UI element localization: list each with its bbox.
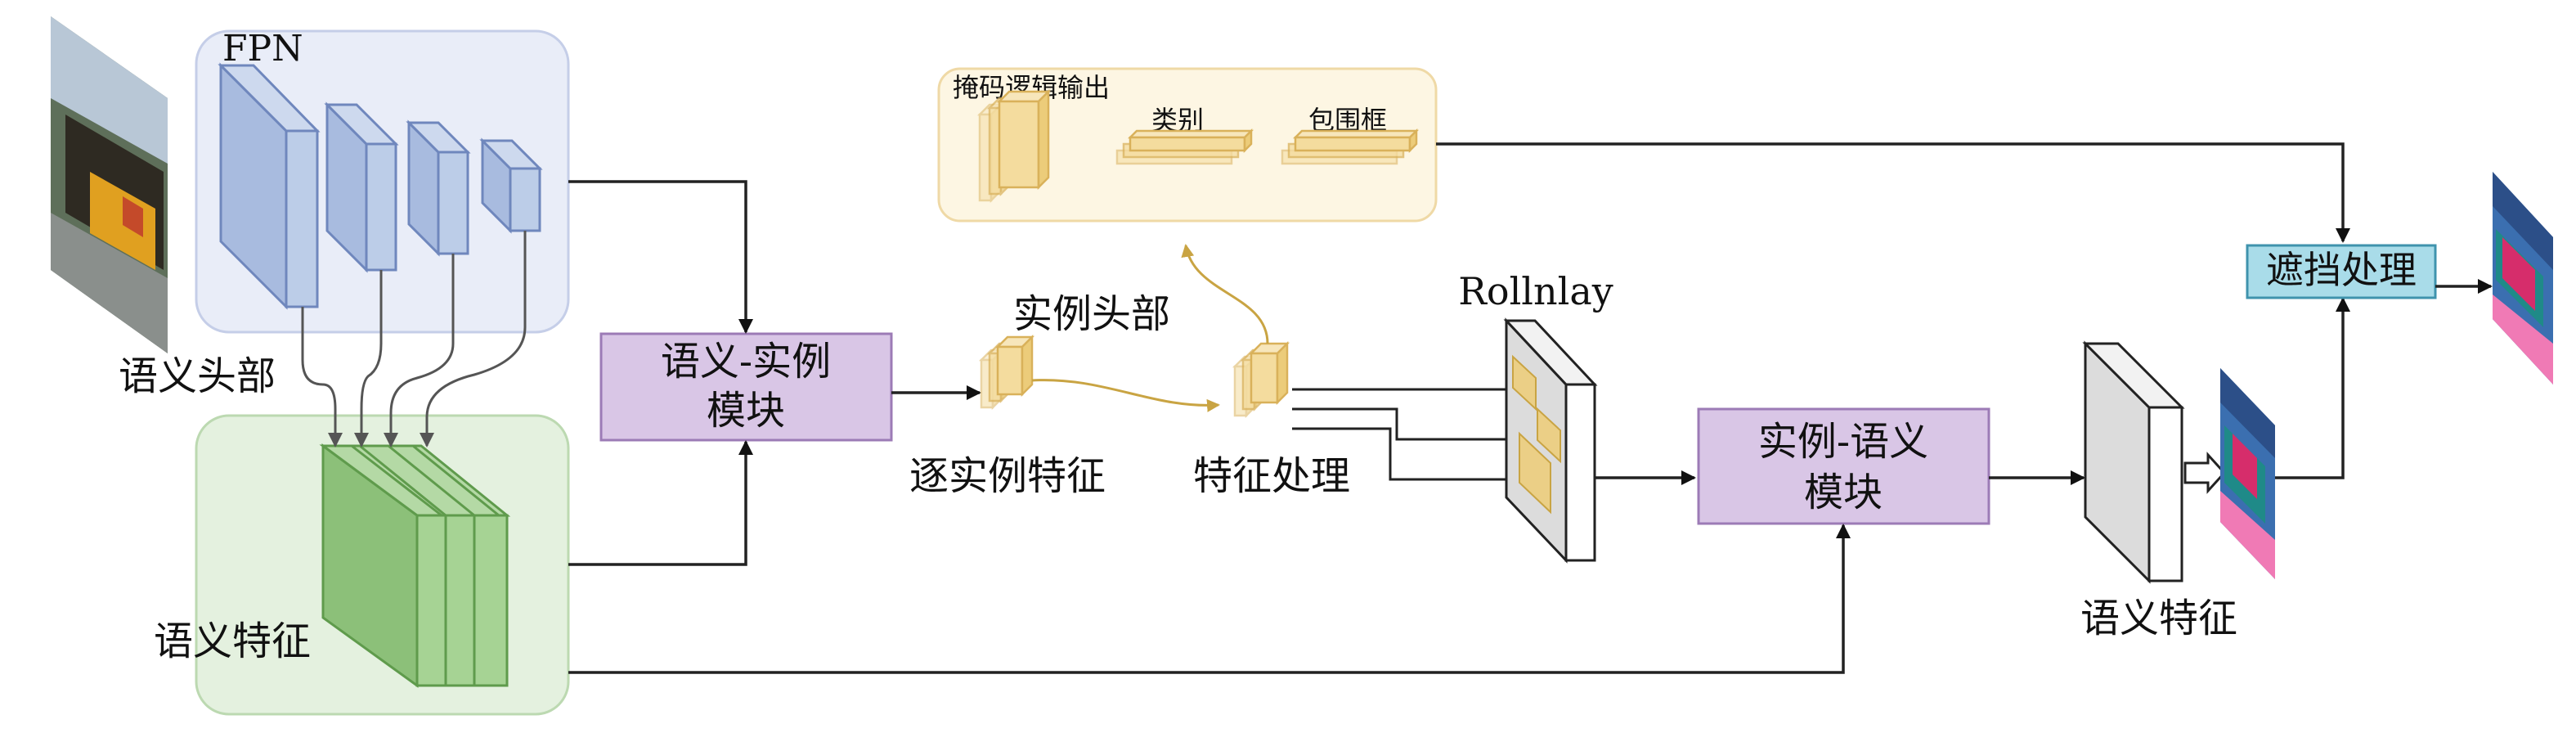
fpn-to-semantic-arrows — [301, 231, 527, 447]
fpn-block-3 — [406, 119, 471, 257]
gold-arrow-to-feature-processing — [1031, 379, 1220, 412]
instance-head-label: 实例头部 — [1013, 291, 1170, 337]
arrows-to-rollnlay — [1292, 385, 1524, 483]
instance-semantic-module-line2: 模块 — [1804, 470, 1883, 515]
semantic-feature-stack — [319, 443, 511, 688]
fpn-region: FPN — [195, 28, 570, 334]
semantic-feature-left-label: 语义特征 — [154, 618, 311, 664]
fpn-block-1 — [218, 62, 321, 310]
fpn-block-2 — [324, 101, 399, 273]
fpn-label: FPN — [222, 28, 303, 70]
instance-semantic-module-line1: 实例-语义 — [1758, 419, 1928, 465]
instance-semantic-module: 实例-语义 模块 — [1697, 407, 1990, 525]
arrow-semantic-to-instance-semantic — [568, 524, 1851, 674]
hollow-arrow — [2183, 452, 2227, 494]
per-instance-feature-stack — [978, 334, 1035, 411]
rollnlay-label: Rollnlay — [1458, 269, 1613, 313]
output-segmentation-image — [2493, 172, 2553, 384]
feature-processing-label: 特征处理 — [1193, 453, 1350, 499]
right-semantic-feature-block — [2082, 340, 2185, 584]
arrows-into-semantic-instance — [568, 180, 753, 566]
per-instance-feature-label: 逐实例特征 — [909, 453, 1106, 499]
semantic-instance-module-line1: 语义-实例 — [661, 339, 831, 384]
semantic-feature-right-label: 语义特征 — [2080, 596, 2237, 641]
occlusion-processing-label: 遮挡处理 — [2266, 248, 2417, 292]
input-image — [51, 16, 168, 353]
occlusion-processing-module: 遮挡处理 — [2246, 244, 2437, 299]
output-region: 掩码逻辑输出 类别 包围框 — [937, 67, 1438, 223]
semantic-instance-module-line2: 模块 — [707, 388, 785, 434]
bounding-box-output-bars — [1281, 128, 1420, 165]
rollnlay-block: Rollnlay — [1458, 269, 1613, 564]
arrow-outputs-to-occlusion — [1436, 142, 2350, 243]
category-output-bars — [1115, 128, 1254, 165]
semantic-segmentation-map — [2220, 368, 2275, 579]
semantic-instance-module: 语义-实例 模块 — [599, 332, 893, 442]
feature-processing-stack — [1232, 340, 1290, 419]
fpn-block-4 — [479, 137, 543, 234]
gold-arrow-to-outputs — [1181, 244, 1269, 344]
semantic-head-label: 语义头部 — [119, 353, 276, 399]
mask-output-stack — [976, 88, 1052, 204]
arrow-seg-to-occlusion — [2275, 297, 2350, 479]
semantic-feature-region: 语义特征 — [154, 414, 570, 716]
